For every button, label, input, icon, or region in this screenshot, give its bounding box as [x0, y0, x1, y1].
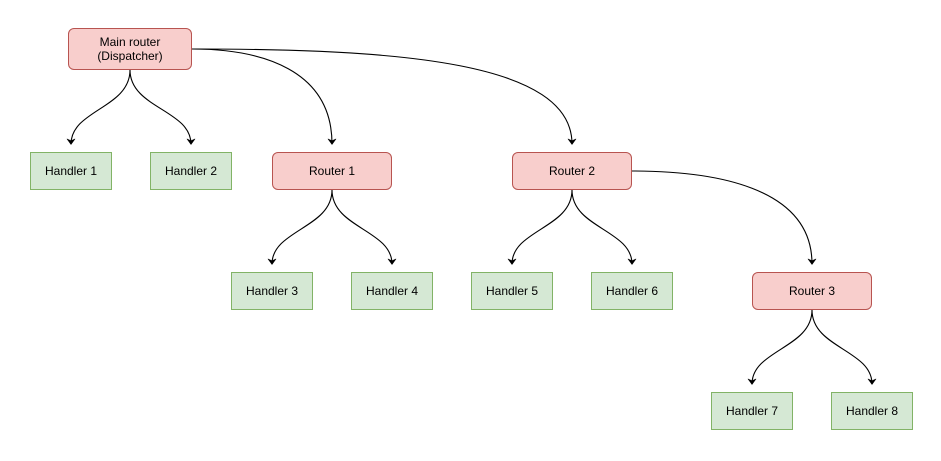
edge-main-router-to-router-2 — [191, 48, 577, 145]
node-label-handler-6: Handler 6 — [605, 284, 659, 298]
node-handler-5[interactable]: Handler 5 — [471, 272, 553, 310]
node-label-handler-3: Handler 3 — [245, 284, 299, 298]
node-router-3[interactable]: Router 3 — [752, 272, 872, 310]
node-label-handler-2: Handler 2 — [164, 164, 218, 178]
node-handler-6[interactable]: Handler 6 — [591, 272, 673, 310]
node-handler-3[interactable]: Handler 3 — [231, 272, 313, 310]
node-handler-1[interactable]: Handler 1 — [30, 152, 112, 190]
edge-router-3-to-handler-7 — [747, 309, 813, 385]
node-handler-7[interactable]: Handler 7 — [711, 392, 793, 430]
node-handler-2[interactable]: Handler 2 — [150, 152, 232, 190]
edge-main-router-to-router-1 — [191, 48, 337, 145]
node-label-router-2: Router 2 — [548, 164, 596, 178]
edge-router-1-to-handler-4 — [331, 189, 397, 265]
edge-main-router-to-handler-1 — [66, 69, 131, 145]
node-router-1[interactable]: Router 1 — [272, 152, 392, 190]
edge-router-3-to-handler-8 — [811, 309, 877, 385]
node-label-handler-8: Handler 8 — [845, 404, 899, 418]
node-label-router-3: Router 3 — [788, 284, 836, 298]
node-label-handler-4: Handler 4 — [365, 284, 419, 298]
edge-main-router-to-handler-2 — [129, 69, 196, 145]
node-handler-8[interactable]: Handler 8 — [831, 392, 913, 430]
edge-router-2-to-handler-5 — [507, 189, 573, 265]
node-label-handler-5: Handler 5 — [485, 284, 539, 298]
edge-group — [66, 48, 877, 385]
node-handler-4[interactable]: Handler 4 — [351, 272, 433, 310]
node-label-handler-7: Handler 7 — [725, 404, 779, 418]
node-router-2[interactable]: Router 2 — [512, 152, 632, 190]
node-label-main-router: Main router (Dispatcher) — [97, 35, 163, 63]
edge-router-1-to-handler-3 — [267, 189, 333, 265]
node-label-handler-1: Handler 1 — [44, 164, 98, 178]
node-label-router-1: Router 1 — [308, 164, 356, 178]
node-main-router[interactable]: Main router (Dispatcher) — [68, 28, 192, 70]
edge-router-2-to-handler-6 — [571, 189, 637, 265]
edge-router-2-to-router-3 — [631, 170, 817, 265]
